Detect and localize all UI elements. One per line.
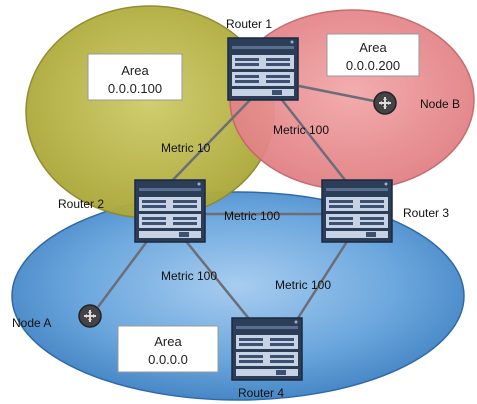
metric-r2-r4: Metric 100	[161, 269, 217, 283]
link-r2-r4	[184, 239, 251, 321]
metric-r1-r2: Metric 10	[161, 141, 211, 155]
area-100-box	[87, 53, 183, 101]
area-100-id: 0.0.0.100	[108, 81, 162, 96]
link-nodeB-r1	[298, 84, 375, 103]
router-1-label: Router 1	[226, 17, 272, 31]
link-r3-r4	[296, 239, 350, 319]
metric-r3-r4: Metric 100	[275, 278, 331, 292]
node-b-icon	[373, 91, 397, 115]
node-a-label: Node A	[12, 316, 51, 330]
metric-r1-r3: Metric 100	[273, 123, 329, 137]
area-0-box	[117, 325, 219, 373]
metric-r2-r3: Metric 100	[224, 209, 280, 223]
link-r1-r2	[167, 99, 251, 186]
router-4-label: Router 4	[238, 386, 284, 400]
area-200-box	[326, 33, 420, 77]
area-0-title: Area	[154, 334, 182, 349]
link-r1-r3	[281, 99, 346, 181]
router-3-label: Router 3	[403, 206, 449, 220]
link-nodeA-r2	[96, 239, 150, 308]
router-3-icon	[321, 179, 393, 243]
area-100-title: Area	[121, 63, 149, 78]
node-a-icon	[78, 304, 102, 328]
node-b-label: Node B	[420, 97, 460, 111]
area-200-id: 0.0.0.200	[346, 58, 400, 73]
area-0-id: 0.0.0.0	[148, 352, 188, 367]
router-1-icon	[227, 37, 299, 101]
router-4-icon	[231, 317, 303, 381]
area-200-title: Area	[359, 40, 387, 55]
router-2-label: Router 2	[58, 197, 104, 211]
router-2-icon	[134, 179, 206, 243]
